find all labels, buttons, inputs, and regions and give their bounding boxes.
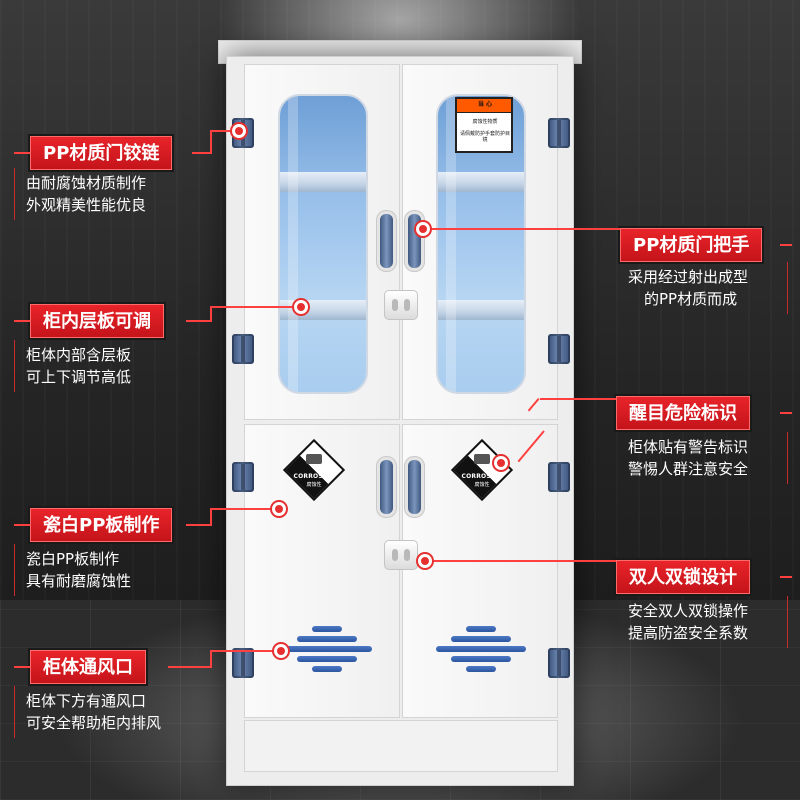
callout-warning-marker: [494, 456, 508, 470]
callout-warning-desc2: 警惕人群注意安全: [628, 460, 749, 478]
ventilation-slots: [436, 626, 526, 676]
callout-hinge-title: PP材质门铰链: [30, 136, 173, 170]
door-handle: [408, 460, 421, 514]
callout-vent-title: 柜体通风口: [30, 650, 146, 684]
door-lock: [384, 540, 418, 570]
callout-handle-marker: [416, 222, 430, 236]
callout-shelf-title: 柜内层板可调: [30, 304, 164, 338]
callout-lock-marker: [418, 554, 432, 568]
shelf: [280, 172, 366, 192]
ventilation-slots: [282, 626, 372, 676]
callout-shelf-desc1: 柜体内部含层板: [26, 346, 132, 364]
callout-board-desc2: 具有耐磨腐蚀性: [26, 572, 132, 590]
warning-label-line2: 请佩戴防护手套防护目镜: [459, 131, 510, 143]
left-glass-window: [278, 94, 368, 394]
callout-handle-title: PP材质门把手: [620, 228, 763, 262]
callout-shelf-desc2: 可上下调节高低: [26, 368, 132, 386]
hinge: [548, 118, 570, 148]
hinge: [232, 334, 254, 364]
callout-lock-title: 双人双锁设计: [616, 560, 750, 594]
callout-hinge-desc2: 外观精美性能优良: [26, 196, 147, 214]
callout-lock-desc1: 安全双人双锁操作: [628, 602, 749, 620]
hinge: [548, 462, 570, 492]
callout-handle-desc2: 的PP材质而成: [644, 290, 738, 308]
door-handle: [380, 460, 393, 514]
callout-warning-title: 醒目危险标识: [616, 396, 750, 430]
hinge: [232, 462, 254, 492]
cabinet-base: [244, 720, 558, 772]
callout-warning-desc1: 柜体贴有警告标识: [628, 438, 749, 456]
callout-vent-desc2: 可安全帮助柜内排风: [26, 714, 162, 732]
callout-hinge-marker: [232, 124, 246, 138]
callout-board-title: 瓷白PP板制作: [30, 508, 173, 542]
warning-label-line1: 腐蚀性物质: [472, 119, 498, 125]
hinge: [548, 648, 570, 678]
callout-hinge-desc1: 由耐腐蚀材质制作: [26, 174, 147, 192]
hinge: [548, 334, 570, 364]
hazard-sublabel: 腐蚀性: [306, 482, 322, 488]
hazard-label: CORROSIVE: [461, 473, 503, 480]
warning-label-header: 当 心: [477, 101, 493, 108]
door-handle: [380, 214, 393, 268]
shelf: [438, 300, 524, 320]
hazard-label: CORROSIVE: [293, 473, 335, 480]
hinge: [232, 648, 254, 678]
callout-handle-desc1: 采用经过射出成型: [628, 268, 749, 286]
door-lock: [384, 290, 418, 320]
callout-shelf-marker: [294, 300, 308, 314]
callout-vent-desc1: 柜体下方有通风口: [26, 692, 147, 710]
hazard-sublabel: 腐蚀性: [474, 482, 490, 488]
callout-lock-desc2: 提高防盗安全系数: [628, 624, 749, 642]
corrosive-hazard-sign: CORROSIVE 腐蚀性: [282, 438, 346, 502]
corrosive-hazard-sign: CORROSIVE 腐蚀性: [450, 438, 514, 502]
callout-board-marker: [272, 502, 286, 516]
callout-vent-marker: [274, 644, 288, 658]
callout-board-desc1: 瓷白PP板制作: [26, 550, 120, 568]
shelf: [438, 172, 524, 192]
warning-label: 当 心 腐蚀性物质 请佩戴防护手套防护目镜: [455, 97, 513, 153]
